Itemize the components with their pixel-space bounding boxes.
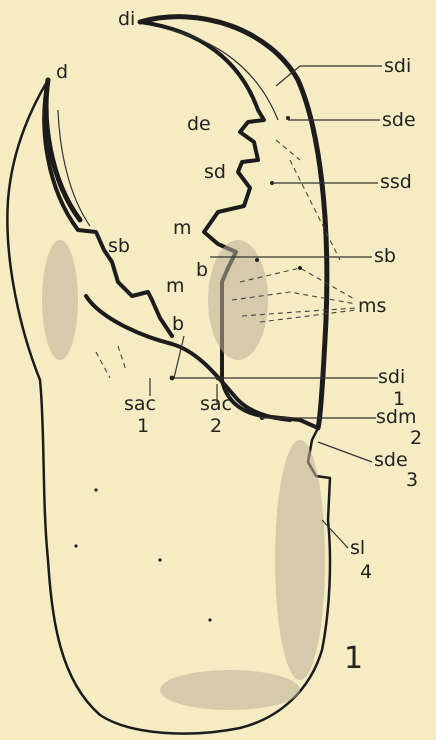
- label-sde-top: sde: [382, 109, 416, 131]
- label-d-tip: d: [56, 61, 68, 83]
- label-sac-2-index: 2: [210, 415, 222, 437]
- label-sl-4: sl: [350, 537, 365, 559]
- label-b-upper: b: [196, 259, 208, 281]
- label-sdi-1: sdi: [378, 366, 405, 388]
- label-sac-1-index: 1: [137, 415, 149, 437]
- right-labels: sdi sde ssd sb ms sdi 1 sdm 2 sde 3 sl 4: [350, 55, 422, 583]
- label-m-lower: m: [166, 275, 185, 297]
- label-sac-2: sac: [200, 393, 232, 415]
- label-sdi-top: sdi: [384, 55, 411, 77]
- upper-finger-cutting-edge: [140, 22, 318, 428]
- label-ssd: ssd: [380, 171, 412, 193]
- figure-number: 1: [344, 641, 363, 676]
- label-sdm-2-index: 2: [410, 427, 422, 449]
- label-sl-4-index: 4: [360, 561, 372, 583]
- claw-labels: di d de sd m b sb m b sac 1 sac 2: [56, 8, 232, 437]
- upper-finger-outline: [140, 17, 327, 428]
- setal-pits: [74, 116, 302, 622]
- label-sde-3-index: 3: [406, 469, 418, 491]
- claw-body: [7, 17, 330, 734]
- label-di-tip: di: [118, 8, 135, 30]
- label-de: de: [187, 113, 211, 135]
- label-sb-left: sb: [108, 235, 130, 257]
- label-sd: sd: [204, 161, 226, 183]
- label-sde-3: sde: [374, 449, 408, 471]
- label-sac-1: sac: [124, 393, 156, 415]
- label-sdm-2: sdm: [376, 406, 416, 428]
- label-m-upper: m: [173, 217, 192, 239]
- label-b-lower: b: [172, 313, 184, 335]
- label-sb-right: sb: [374, 245, 396, 267]
- label-ms: ms: [358, 295, 386, 317]
- palm-stippling: [42, 240, 325, 710]
